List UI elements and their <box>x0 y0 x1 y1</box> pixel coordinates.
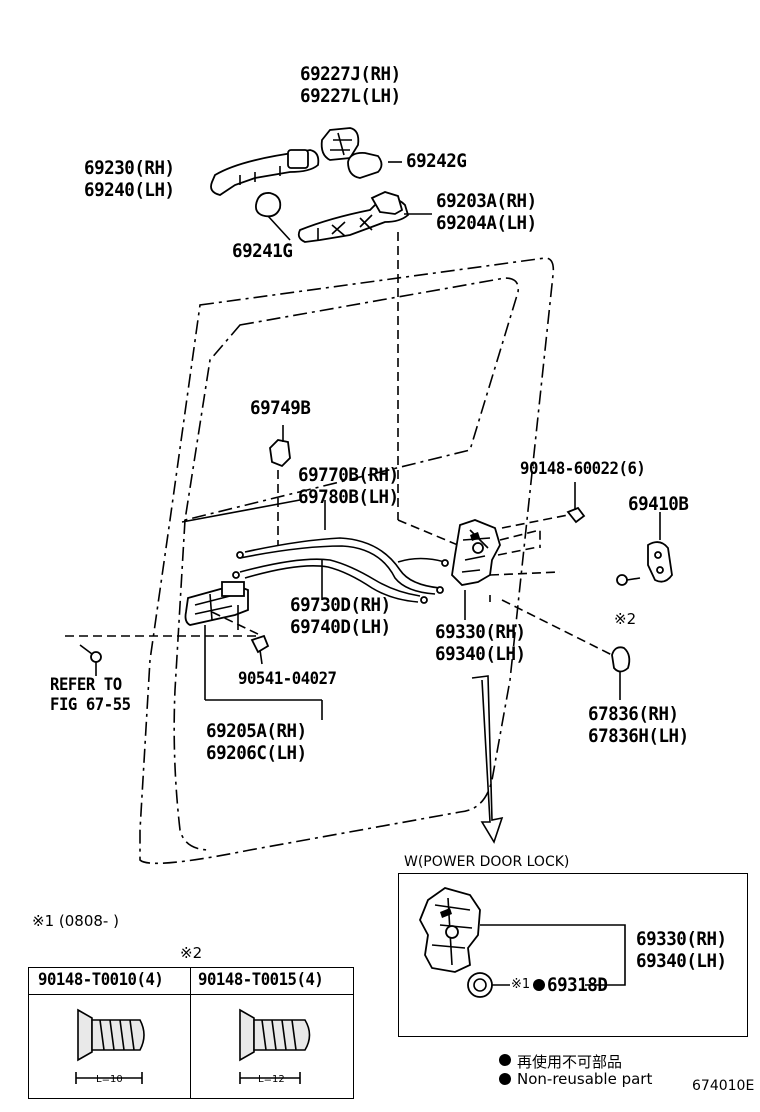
label-69340: 69340(LH) <box>435 643 526 665</box>
label-69242G: 69242G <box>406 150 467 172</box>
screws-90148-60022-drawing <box>566 482 586 524</box>
label-fig-67-55: FIG 67-55 <box>50 695 131 715</box>
label-69227L: 69227L(LH) <box>300 85 401 107</box>
screw-table-col1: 90148-T0010(4) <box>38 970 164 990</box>
label-mark2-small: ※2 <box>614 610 637 628</box>
gasket-69242G-drawing <box>347 152 383 179</box>
screw-table <box>28 967 354 1099</box>
screw-table-header-divider <box>29 994 353 995</box>
arrow-to-power-lock <box>471 675 504 844</box>
label-90148-60022: 90148-60022(6) <box>520 459 646 479</box>
power-lock-drawing <box>419 887 626 998</box>
label-69740D: 69740D(LH) <box>290 616 391 638</box>
striker-69410B-drawing <box>647 512 673 583</box>
screw-T0010-drawing <box>75 1008 145 1084</box>
screw-length-1: L=10 <box>96 1074 123 1085</box>
note-mark2: ※2 <box>180 944 203 962</box>
label-69241G: 69241G <box>232 240 293 262</box>
note-mark1-date: ※1 (0808- ) <box>32 912 119 930</box>
legend-non-reusable-en: Non-reusable part <box>517 1070 653 1088</box>
screw-90541-drawing <box>250 634 270 665</box>
label-69410B: 69410B <box>628 493 689 515</box>
legend-dot-en <box>499 1073 511 1085</box>
legend-dot-jp <box>499 1054 511 1066</box>
door-outer-outline <box>139 257 555 865</box>
power-lock-mark1: ※1 <box>511 977 531 992</box>
label-69770B: 69770B(RH) <box>298 464 399 486</box>
label-69230: 69230(RH) <box>84 157 175 179</box>
label-69227J: 69227J(RH) <box>300 63 401 85</box>
striker-screw-drawing <box>616 574 641 586</box>
label-69330: 69330(RH) <box>435 621 526 643</box>
label-69730D: 69730D(RH) <box>290 594 391 616</box>
label-69318D: 69318D <box>547 974 608 996</box>
grommet-67836-drawing <box>611 646 631 700</box>
power-lock-title: W(POWER DOOR LOCK) <box>404 854 570 870</box>
power-lock-box <box>398 873 748 1037</box>
cables-drawing <box>232 537 449 604</box>
label-69204A: 69204A(LH) <box>436 212 537 234</box>
handle-frame-drawing <box>297 191 410 243</box>
clip-69749B-drawing <box>269 425 291 468</box>
label-69240: 69240(LH) <box>84 179 175 201</box>
label-67836H: 67836H(LH) <box>588 725 689 747</box>
screw-T0015-drawing <box>239 1008 311 1084</box>
label-90541-04027: 90541-04027 <box>238 669 337 689</box>
label-refer-to: REFER TO <box>50 675 122 695</box>
gasket-69241G-drawing <box>255 192 282 218</box>
power-lock-label-69330: 69330(RH) <box>636 928 727 950</box>
inside-handle-drawing <box>184 581 249 626</box>
door-window-frame <box>184 277 520 522</box>
outside-handle-drawing <box>210 149 320 196</box>
drawing-id: 674010E <box>692 1078 755 1094</box>
screw-table-column-divider <box>190 968 191 1098</box>
label-67836: 67836(RH) <box>588 703 679 725</box>
screw-table-col2: 90148-T0015(4) <box>198 970 324 990</box>
label-69780B: 69780B(LH) <box>298 486 399 508</box>
legend-non-reusable-jp: 再使用不可部品 <box>517 1053 623 1071</box>
label-69206C: 69206C(LH) <box>206 742 307 764</box>
label-69205A: 69205A(RH) <box>206 720 307 742</box>
label-69749B: 69749B <box>250 397 311 419</box>
power-lock-label-69340: 69340(LH) <box>636 950 727 972</box>
key-cylinder-cap-drawing <box>320 127 360 161</box>
label-69203A: 69203A(RH) <box>436 190 537 212</box>
screw-length-2: L=12 <box>258 1074 285 1085</box>
non-reusable-dot-1 <box>533 979 545 991</box>
door-inner-panel <box>173 519 211 851</box>
refer-screw-drawing <box>79 644 102 676</box>
